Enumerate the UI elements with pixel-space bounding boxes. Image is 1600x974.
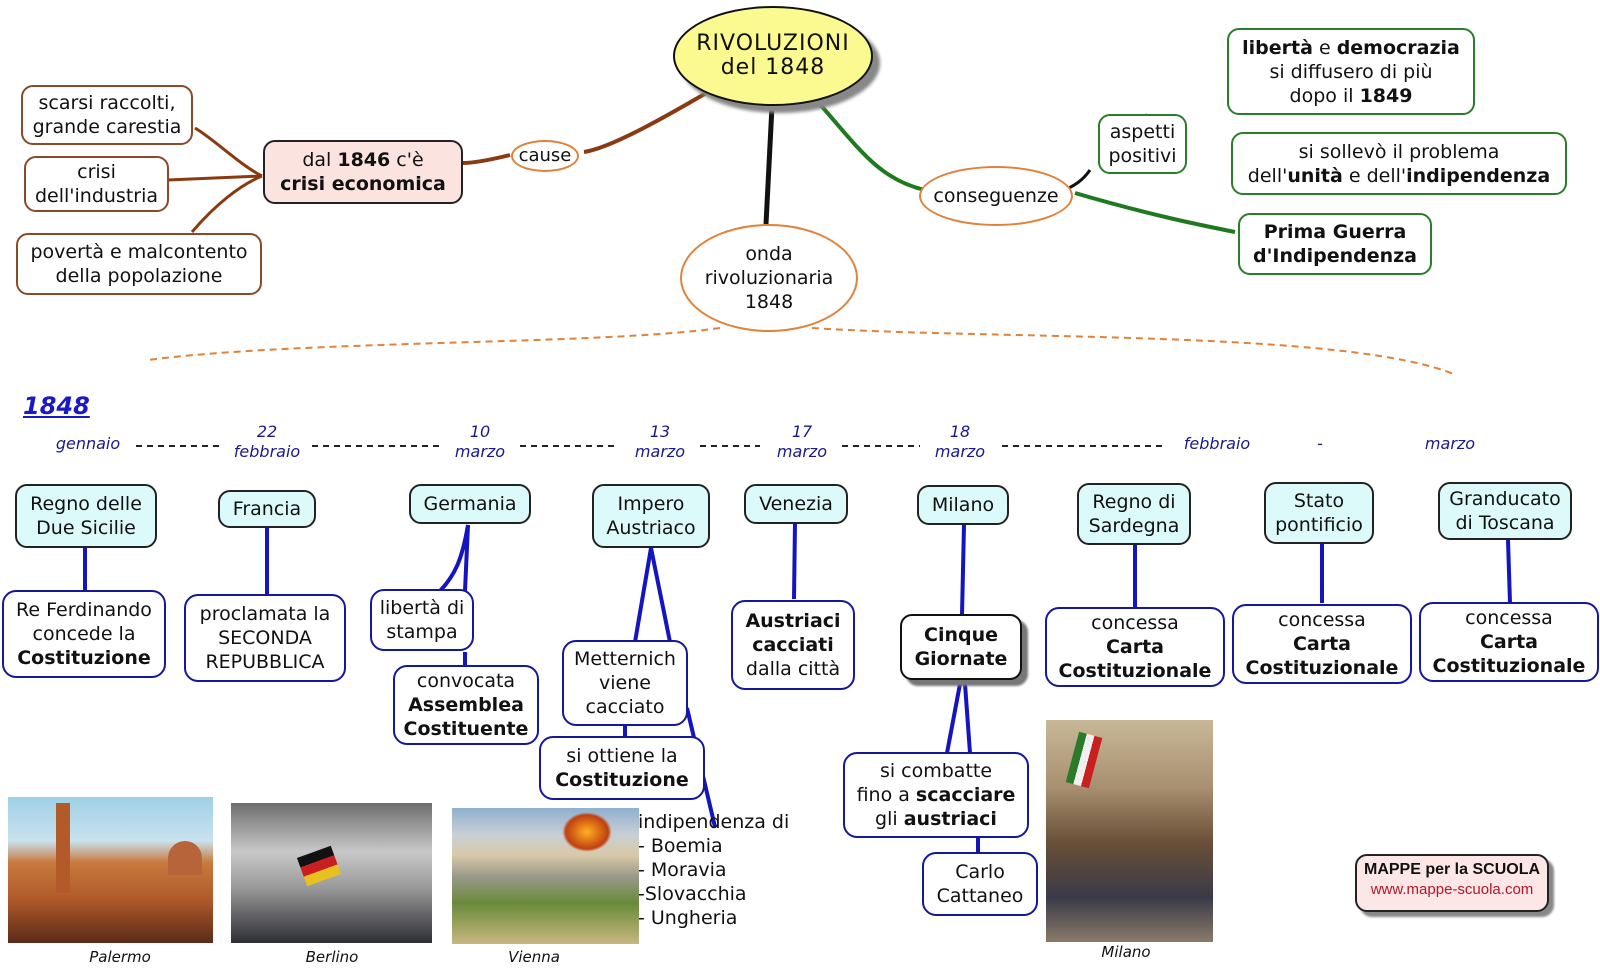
cause-harvest: scarsi raccolti, grande carestia	[21, 85, 193, 145]
state-venezia: Venezia	[744, 484, 848, 524]
timeline-year: 1848	[23, 392, 90, 420]
event-cinque-giornate: Cinque Giornate	[900, 614, 1022, 680]
brand-name: MAPPE per la SCUOLA	[1363, 861, 1541, 878]
event-scacciare-austriaci: si combatte fino a scacciare gli austria…	[843, 752, 1029, 838]
wave-arc-right	[811, 327, 1457, 376]
event-seconda-repubblica: proclamata la SECONDA REPUBBLICA	[184, 594, 346, 682]
caption-palermo: Palermo	[89, 948, 151, 966]
image-milano	[1046, 720, 1213, 942]
crisis-node: dal 1846 c'è crisi economica	[263, 140, 463, 204]
event-metternich: Metternich viene cacciato	[562, 640, 688, 726]
event-costituzione-austria: si ottiene la Costituzione	[539, 736, 705, 800]
link-title-wave	[763, 105, 775, 225]
date-separator: -	[1317, 434, 1323, 453]
link-crisis-harvest	[194, 126, 263, 178]
state-francia: Francia	[218, 490, 316, 528]
image-vienna	[452, 808, 639, 944]
image-palermo	[8, 797, 213, 943]
caption-berlino: Berlino	[305, 948, 359, 966]
caption-vienna: Vienna	[508, 948, 560, 966]
independence-list: indipendenza di - Boemia - Moravia -Slov…	[638, 811, 790, 929]
image-berlino	[231, 803, 432, 943]
cause-industry: crisi dell'industria	[24, 156, 169, 212]
event-austriaci-cacciati: Austriaci cacciati dalla città	[731, 600, 855, 690]
wave-node: onda rivoluzionaria 1848	[680, 224, 858, 332]
timeline-links	[83, 521, 1512, 853]
link-crisis-poverty	[190, 174, 263, 233]
positive-aspects-node: aspetti positivi	[1098, 114, 1187, 174]
event-liberta-stampa: libertà di stampa	[370, 589, 474, 651]
title-line2: del 1848	[720, 55, 826, 80]
berlino-flag	[296, 845, 342, 887]
brand-badge[interactable]: MAPPE per la SCUOLA www.mappe-scuola.com	[1355, 854, 1549, 912]
palermo-tower	[56, 803, 70, 893]
unity-node: si sollevò il problema dell'unità e dell…	[1231, 132, 1567, 195]
title-node: RIVOLUZIONI del 1848	[673, 6, 873, 106]
title-line1: RIVOLUZIONI	[696, 31, 850, 56]
event-carta-sardegna: concessa Carta Costituzionale	[1045, 607, 1225, 687]
cause-label: cause	[511, 140, 579, 172]
milano-flag	[1065, 731, 1103, 789]
state-germania: Germania	[409, 484, 531, 524]
palermo-dome	[168, 841, 202, 875]
link-consequences-war	[1074, 191, 1236, 234]
link-title-consequences	[816, 100, 926, 192]
event-assemblea-costituente: convocata Assemblea Costituente	[393, 665, 539, 745]
date-marzo: marzo	[1424, 434, 1476, 453]
caption-milano: Milano	[1101, 943, 1151, 961]
cause-poverty: povertà e malcontento della popolazione	[16, 233, 262, 295]
wave-arc-left	[147, 327, 721, 361]
event-carta-toscana: concessa Carta Costituzionale	[1419, 602, 1599, 682]
person-carlo-cattaneo: Carlo Cattaneo	[922, 852, 1038, 916]
event-carta-pontificio: concessa Carta Costituzionale	[1232, 604, 1412, 684]
link-cause-crisis	[461, 153, 511, 165]
vienna-fire	[562, 812, 612, 852]
consequences-label: conseguenze	[919, 166, 1073, 226]
brand-url[interactable]: www.mappe-scuola.com	[1370, 881, 1534, 898]
date-gennaio: gennaio	[55, 434, 121, 453]
state-milano: Milano	[917, 485, 1009, 525]
link-crisis-industry	[167, 174, 263, 182]
link-title-cause	[583, 90, 710, 154]
war-node: Prima Guerra d'Indipendenza	[1238, 213, 1432, 275]
event-costituzione-sicilie: Re Ferdinando concede la Costituzione	[2, 590, 166, 678]
date-febbraio: febbraio	[1183, 434, 1251, 453]
liberty-node: libertà e democrazia si diffusero di più…	[1227, 28, 1475, 115]
